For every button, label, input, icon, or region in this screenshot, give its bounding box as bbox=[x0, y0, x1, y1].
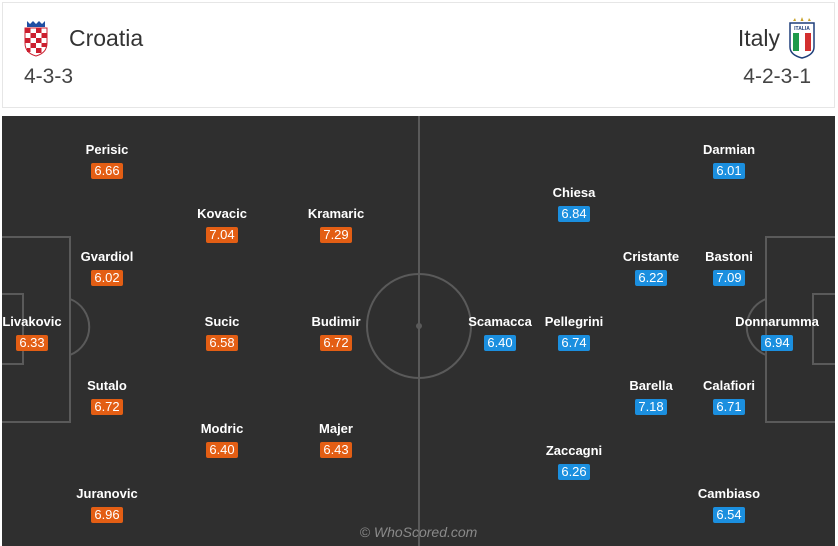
player-name: Zaccagni bbox=[545, 443, 603, 458]
italy-crest-icon: ITALIA bbox=[789, 17, 815, 59]
player-rating: 7.09 bbox=[713, 270, 745, 286]
player-name: Cambiaso bbox=[697, 486, 761, 501]
center-spot bbox=[416, 323, 422, 329]
player-card[interactable]: Donnarumma 6.94 bbox=[717, 314, 835, 352]
player-card[interactable]: Darmian 6.01 bbox=[669, 142, 789, 180]
svg-text:ITALIA: ITALIA bbox=[794, 26, 810, 32]
player-rating: 6.58 bbox=[206, 335, 238, 351]
player-name: Barella bbox=[629, 378, 673, 393]
player-card[interactable]: Zaccagni 6.26 bbox=[514, 443, 634, 481]
away-team-name[interactable]: Italy bbox=[737, 25, 780, 51]
player-name: Sutalo bbox=[87, 378, 127, 393]
player-name: Darmian bbox=[702, 142, 756, 157]
player-name: Majer bbox=[319, 421, 353, 436]
player-rating: 6.94 bbox=[761, 335, 793, 351]
player-rating: 6.71 bbox=[713, 399, 745, 415]
home-team-name[interactable]: Croatia bbox=[69, 25, 144, 51]
player-name: Gvardiol bbox=[80, 249, 134, 264]
home-penalty-box bbox=[2, 236, 71, 423]
player-name: Donnarumma bbox=[735, 314, 819, 329]
player-card[interactable]: Bastoni 7.09 bbox=[669, 249, 789, 287]
player-rating: 6.02 bbox=[91, 270, 123, 286]
player-card[interactable]: Chiesa 6.84 bbox=[514, 185, 634, 223]
player-name: Calafiori bbox=[702, 378, 755, 393]
player-rating: 7.18 bbox=[635, 399, 667, 415]
player-name: Budimir bbox=[311, 314, 361, 329]
pitch-markings bbox=[2, 116, 835, 546]
player-rating: 6.54 bbox=[713, 507, 745, 523]
player-card[interactable]: Livakovic 6.33 bbox=[2, 314, 92, 352]
player-name: Bastoni bbox=[705, 249, 753, 264]
player-rating: 6.40 bbox=[484, 335, 516, 351]
player-rating: 6.84 bbox=[558, 206, 590, 222]
home-goal-box bbox=[2, 293, 24, 365]
player-name: Perisic bbox=[85, 142, 129, 157]
away-formation: 4-2-3-1 bbox=[743, 65, 811, 88]
player-card[interactable]: Pellegrini 6.74 bbox=[514, 314, 634, 352]
player-name: Kramaric bbox=[307, 206, 365, 221]
player-rating: 6.72 bbox=[91, 399, 123, 415]
player-rating: 7.04 bbox=[206, 227, 238, 243]
player-rating: 6.74 bbox=[558, 335, 590, 351]
player-name: Kovacic bbox=[197, 206, 247, 221]
player-rating: 6.01 bbox=[713, 163, 745, 179]
home-penalty-arc bbox=[69, 298, 91, 356]
match-header: Croatia 4-3-3 ITALIA Italy 4-2-3-1 bbox=[2, 2, 835, 108]
player-card[interactable]: Kramaric 7.29 bbox=[276, 206, 396, 244]
player-card[interactable]: Modric 6.40 bbox=[162, 421, 282, 459]
player-card[interactable]: Calafiori 6.71 bbox=[669, 378, 789, 416]
croatia-crest-icon bbox=[24, 21, 48, 57]
player-card[interactable]: Cambiaso 6.54 bbox=[669, 486, 789, 524]
player-card[interactable]: Sutalo 6.72 bbox=[47, 378, 167, 416]
player-card[interactable]: Cristante 6.22 bbox=[591, 249, 711, 287]
player-name: Modric bbox=[200, 421, 244, 436]
player-rating: 7.29 bbox=[320, 227, 352, 243]
player-name: Livakovic bbox=[2, 314, 62, 329]
player-rating: 6.72 bbox=[320, 335, 352, 351]
pitch: Perisic 6.66 Kovacic 7.04 Kramaric 7.29 … bbox=[2, 116, 835, 546]
away-goal-box bbox=[812, 293, 835, 365]
player-card[interactable]: Sucic 6.58 bbox=[162, 314, 282, 352]
home-formation: 4-3-3 bbox=[24, 65, 74, 88]
player-rating: 6.66 bbox=[91, 163, 123, 179]
player-card[interactable]: Budimir 6.72 bbox=[276, 314, 396, 352]
player-name: Pellegrini bbox=[544, 314, 604, 329]
player-card[interactable]: Barella 7.18 bbox=[591, 378, 711, 416]
player-rating: 6.26 bbox=[558, 464, 590, 480]
player-rating: 6.96 bbox=[91, 507, 123, 523]
player-name: Juranovic bbox=[76, 486, 138, 501]
center-circle bbox=[366, 273, 472, 379]
player-card[interactable]: Majer 6.43 bbox=[276, 421, 396, 459]
player-rating: 6.43 bbox=[320, 442, 352, 458]
player-name: Sucic bbox=[204, 314, 240, 329]
player-card[interactable]: Gvardiol 6.02 bbox=[47, 249, 167, 287]
watermark: © WhoScored.com bbox=[359, 524, 478, 540]
player-rating: 6.33 bbox=[16, 335, 48, 351]
player-card[interactable]: Scamacca 6.40 bbox=[440, 314, 560, 352]
player-card[interactable]: Kovacic 7.04 bbox=[162, 206, 282, 244]
player-card[interactable]: Perisic 6.66 bbox=[47, 142, 167, 180]
player-rating: 6.40 bbox=[206, 442, 238, 458]
player-rating: 6.22 bbox=[635, 270, 667, 286]
player-name: Scamacca bbox=[468, 314, 532, 329]
away-penalty-box bbox=[765, 236, 835, 423]
player-card[interactable]: Juranovic 6.96 bbox=[47, 486, 167, 524]
player-name: Cristante bbox=[622, 249, 680, 264]
away-penalty-arc bbox=[745, 298, 767, 356]
player-name: Chiesa bbox=[552, 185, 596, 200]
